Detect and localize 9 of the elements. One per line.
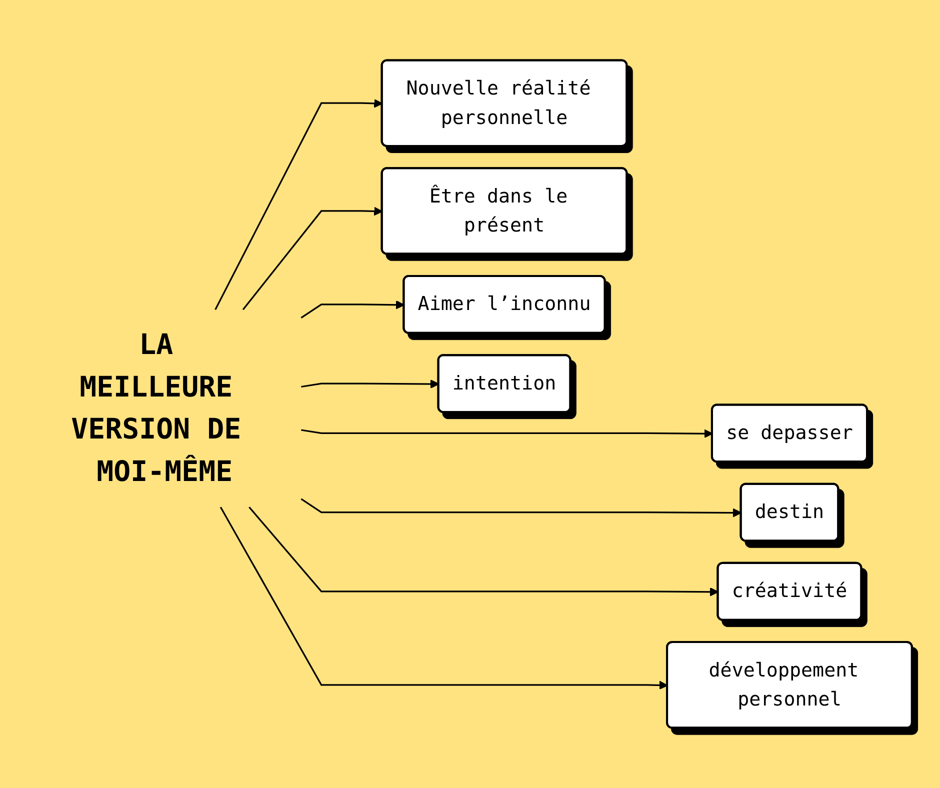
arrow — [300, 300, 405, 318]
arrow — [301, 429, 713, 438]
arrow — [248, 506, 719, 596]
arrow — [300, 498, 742, 518]
arrow — [301, 380, 440, 388]
arrow — [214, 98, 383, 310]
arrow — [242, 206, 383, 310]
node-text: LA MEILLEURE VERSION DE MOI-MÊME — [71, 328, 242, 488]
arrow — [220, 506, 668, 690]
